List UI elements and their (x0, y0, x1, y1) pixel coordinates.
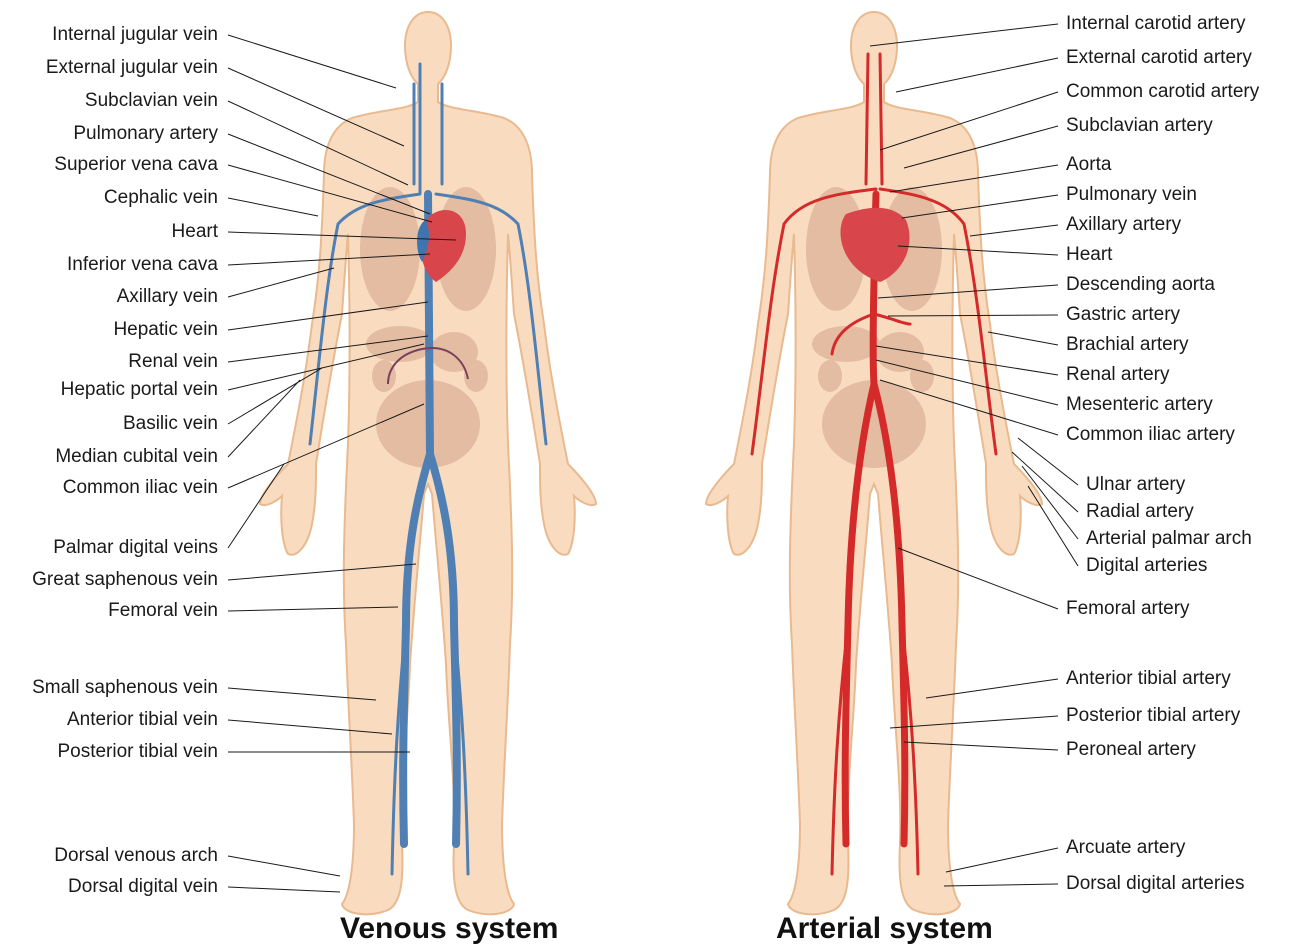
arterial-label: Descending aorta (1066, 274, 1215, 296)
leader-line (1028, 486, 1078, 566)
arterial-label: Ulnar artery (1086, 474, 1185, 496)
arterial-label: Radial artery (1086, 501, 1194, 523)
leader-line (228, 68, 404, 146)
venous-label: Dorsal digital vein (68, 876, 218, 898)
arterial-label: Mesenteric artery (1066, 394, 1213, 416)
venous-label: Dorsal venous arch (54, 845, 218, 867)
leader-line (896, 58, 1058, 92)
leader-line (988, 332, 1058, 345)
arterial-label: Gastric artery (1066, 304, 1180, 326)
venous-label: Cephalic vein (104, 187, 218, 209)
leader-line (944, 884, 1058, 886)
arterial-label: Aorta (1066, 154, 1111, 176)
venous-label: Great saphenous vein (32, 569, 218, 591)
venous-label: Superior vena cava (54, 154, 218, 176)
venous-label: Heart (172, 221, 218, 243)
arterial-label: Digital arteries (1086, 555, 1207, 577)
venous-label: Common iliac vein (63, 477, 218, 499)
leader-line (228, 856, 340, 876)
arterial-label: Subclavian artery (1066, 115, 1213, 137)
arterial-label: Dorsal digital arteries (1066, 873, 1244, 895)
arterial-label: Pulmonary vein (1066, 184, 1197, 206)
venous-label: Internal jugular vein (52, 24, 218, 46)
arterial-label: Arcuate artery (1066, 837, 1185, 859)
leader-line (228, 35, 396, 88)
arterial-label: Internal carotid artery (1066, 13, 1246, 35)
arterial-label: Renal artery (1066, 364, 1170, 386)
arterial-body (706, 12, 1042, 914)
arterial-label: Brachial artery (1066, 334, 1189, 356)
arterial-label: External carotid artery (1066, 47, 1252, 69)
arterial-label: Femoral artery (1066, 598, 1190, 620)
leader-line (870, 24, 1058, 46)
venous-label: Basilic vein (123, 413, 218, 435)
venous-label: Median cubital vein (55, 446, 218, 468)
venous-label: Inferior vena cava (67, 254, 218, 276)
venous-label: Palmar digital veins (53, 537, 218, 559)
arterial-label: Peroneal artery (1066, 739, 1196, 761)
arterial-label: Arterial palmar arch (1086, 528, 1252, 550)
venous-body (260, 12, 596, 914)
arterial-label: Common iliac artery (1066, 424, 1235, 446)
venous-label: Small saphenous vein (32, 677, 218, 699)
venous-label: Subclavian vein (85, 90, 218, 112)
venous-label: Hepatic portal vein (61, 379, 218, 401)
venous-label: Renal vein (128, 351, 218, 373)
venous-label: Posterior tibial vein (57, 741, 218, 763)
venous-label: Pulmonary artery (73, 123, 218, 145)
arterial-caption: Arterial system (776, 912, 993, 946)
arterial-label: Anterior tibial artery (1066, 668, 1231, 690)
leader-line (228, 380, 300, 457)
venous-label: External jugular vein (46, 57, 218, 79)
leader-line (970, 225, 1058, 236)
venous-label: Anterior tibial vein (67, 709, 218, 731)
leader-line (228, 198, 318, 216)
leader-line (946, 848, 1058, 872)
venous-label: Hepatic vein (113, 319, 218, 341)
arterial-label: Common carotid artery (1066, 81, 1259, 103)
leader-line (228, 464, 284, 548)
arterial-label: Axillary artery (1066, 214, 1181, 236)
arterial-label: Heart (1066, 244, 1112, 266)
arterial-label: Posterior tibial artery (1066, 705, 1240, 727)
venous-label: Axillary vein (117, 286, 218, 308)
venous-label: Femoral vein (108, 600, 218, 622)
venous-caption: Venous system (340, 912, 558, 946)
leader-line (228, 887, 340, 892)
